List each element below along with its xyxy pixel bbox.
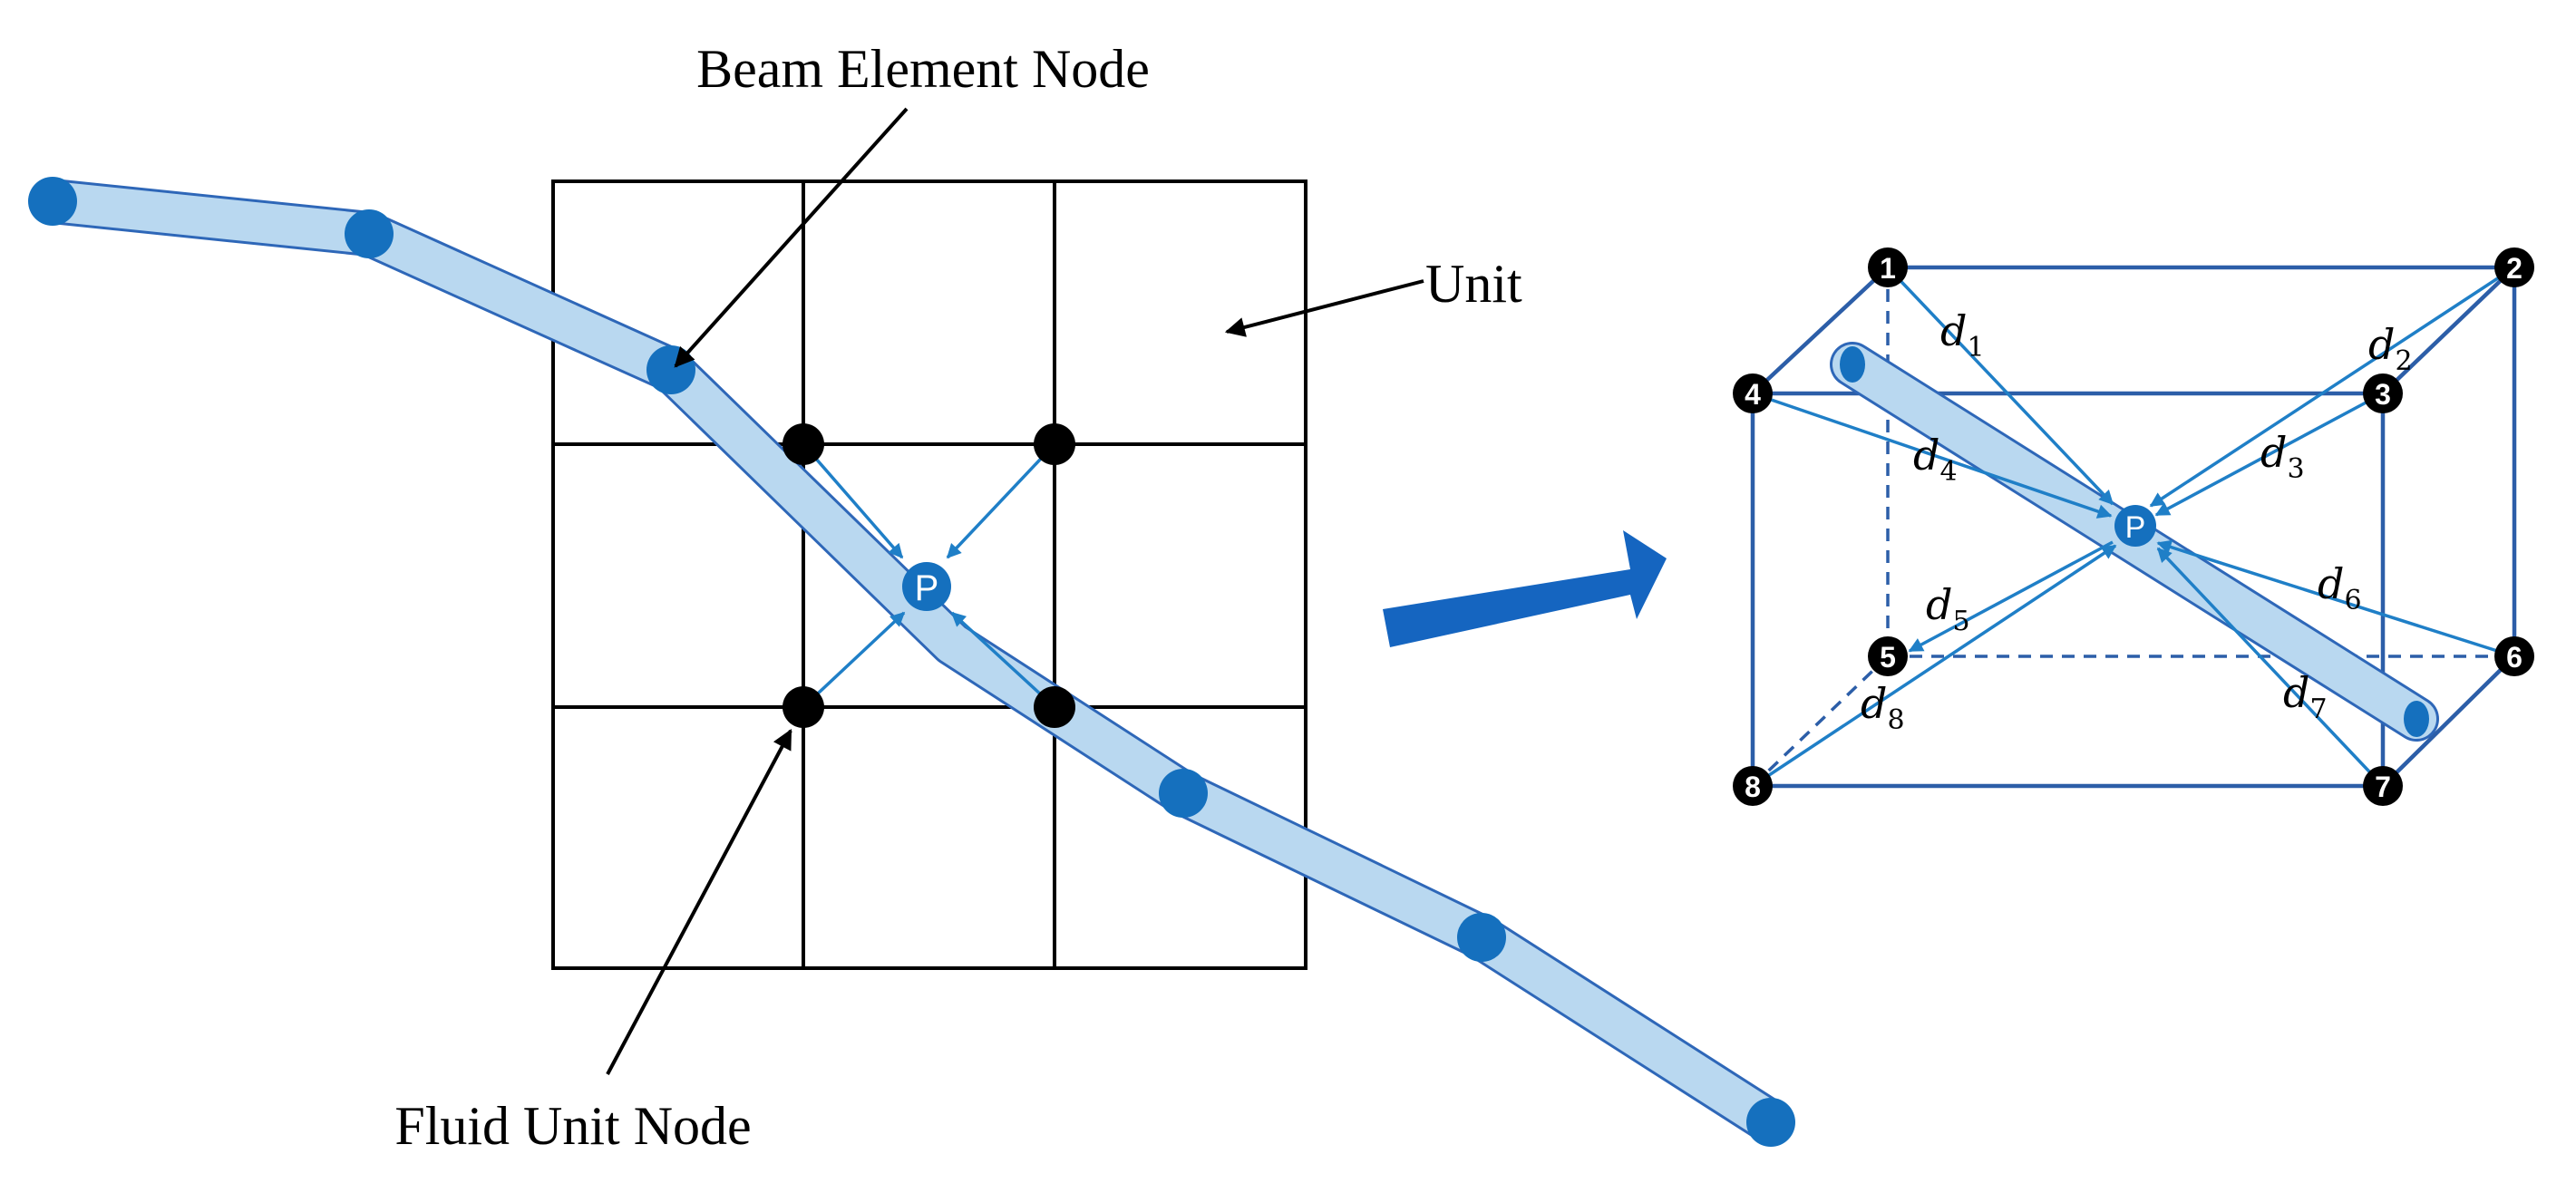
cube-node-1-label: 1 — [1880, 252, 1896, 285]
beam-node — [345, 209, 394, 258]
fluid-node — [783, 686, 824, 728]
distance-arrow-6 — [2156, 539, 2515, 658]
pointer-arrows — [606, 107, 1424, 1075]
arrow-to-p — [802, 442, 904, 559]
arrow-to-p — [946, 442, 1056, 559]
distance-label-8: d8 — [1861, 679, 1905, 736]
unit-pointer-arrow — [1224, 279, 1424, 337]
point-p-label: P — [2125, 510, 2146, 545]
distance-arrow-8 — [1752, 544, 2117, 788]
cube-node-5-label: 5 — [1880, 641, 1896, 674]
cube-node-3-label: 3 — [2375, 378, 2391, 411]
cube-node-4-label: 4 — [1745, 378, 1761, 411]
fluid-grid — [551, 179, 1307, 970]
distance-labels: d1 d2 d3 d4 d5 d6 d7 d8 — [1861, 306, 2413, 736]
transition-arrow — [1383, 530, 1667, 647]
unit-label: Unit — [1425, 254, 1522, 314]
cube-node-1 — [1868, 247, 1908, 287]
distance-arrows — [1752, 266, 2515, 788]
distance-arrow-3 — [2154, 392, 2384, 517]
cube-edges — [1750, 265, 2517, 789]
point-p-label: P — [915, 568, 939, 608]
distance-arrow-1 — [1886, 266, 2114, 506]
grid-outer-border — [551, 179, 1307, 970]
fluid-node-pointer-arrow — [606, 729, 792, 1075]
fluid-node — [1034, 686, 1075, 728]
point-p-left: P — [902, 562, 951, 611]
distance-label-7: d7 — [2283, 668, 2328, 725]
cube-node-6-label: 6 — [2506, 641, 2523, 674]
cube-node-5 — [1868, 636, 1908, 676]
cube-edge — [2381, 655, 2516, 788]
cube-nodes: 1 2 3 4 5 6 7 8 — [1733, 247, 2534, 806]
distance-label-6: d6 — [2318, 559, 2362, 616]
beam-outline — [30, 179, 1793, 1145]
cube-hidden-edges — [1751, 267, 2514, 788]
cube-node-7-label: 7 — [2375, 771, 2391, 803]
distance-label-3: d3 — [2260, 428, 2305, 485]
distance-arrow-7 — [2156, 547, 2385, 788]
beam-element-nodes — [28, 177, 1795, 1147]
beam-element-node-label: Beam Element Node — [696, 39, 1150, 99]
point-p-right: P — [2114, 505, 2156, 547]
cube-node-2 — [2494, 247, 2534, 287]
fluid-node — [783, 423, 824, 465]
distance-arrow-2 — [2149, 266, 2515, 508]
distance-label-1: d1 — [1940, 306, 1985, 364]
distance-label-2: d2 — [2368, 320, 2413, 377]
arrow-to-p — [802, 611, 906, 709]
cube-edge — [1751, 266, 1890, 395]
beam-segment-end — [2404, 701, 2429, 737]
cube-node-2-label: 2 — [2506, 252, 2523, 285]
beam-node — [1746, 1098, 1795, 1147]
cube-node-4 — [1733, 373, 1773, 413]
beam-node-pointer-arrow — [674, 107, 909, 368]
cube-node-8-label: 8 — [1745, 771, 1761, 803]
arrow-to-p — [950, 611, 1056, 709]
beam-node — [28, 177, 77, 226]
beam-segment-end — [1840, 346, 1865, 383]
distance-label-5: d5 — [1926, 580, 1970, 637]
point-p-marker — [902, 562, 951, 611]
cube-node-6 — [2494, 636, 2534, 676]
beam-node — [1159, 769, 1208, 818]
fluid-unit-nodes — [783, 423, 1075, 728]
cube-node-7 — [2363, 766, 2403, 806]
distance-arrow-4 — [1752, 392, 2113, 519]
cube-node-8 — [1733, 766, 1773, 806]
beam — [30, 179, 1793, 1145]
cube-edge-hidden — [1751, 655, 1890, 788]
cube-edge — [2381, 266, 2516, 395]
beam-node — [1457, 913, 1506, 962]
interpolation-arrows-left — [802, 442, 1056, 709]
fluid-node — [1034, 423, 1075, 465]
distance-arrow-5 — [1908, 540, 2114, 653]
cube-node-3 — [2363, 373, 2403, 413]
distance-label-4: d4 — [1913, 431, 1958, 488]
fluid-unit-node-label: Fluid Unit Node — [394, 1096, 751, 1156]
point-p-marker — [2114, 505, 2156, 547]
